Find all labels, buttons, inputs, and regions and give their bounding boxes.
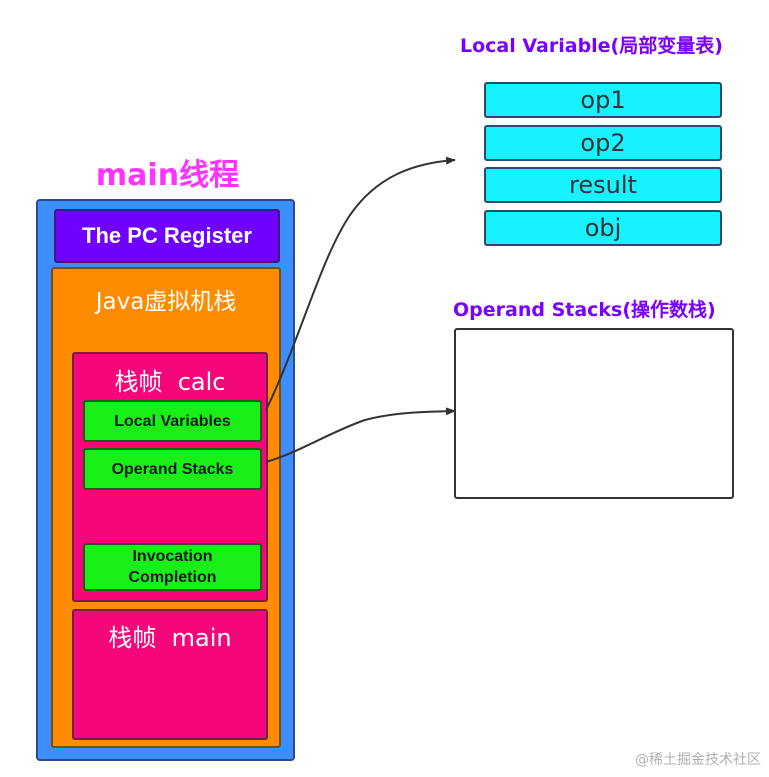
invocation-completion-item: Invocation Completion <box>83 543 262 591</box>
operand-stack-title: Operand Stacks(操作数栈) <box>453 299 716 321</box>
local-variable-slot: op1 <box>484 82 722 118</box>
local-variable-table-title: Local Variable(局部变量表) <box>460 35 723 57</box>
local-variables-item: Local Variables <box>83 400 262 442</box>
stack-frame-calc-title: 栈帧 calc <box>114 368 226 396</box>
watermark: @稀土掘金技术社区 <box>635 752 761 768</box>
operand-stacks-item: Operand Stacks <box>83 448 262 490</box>
local-variable-slot: obj <box>484 210 722 246</box>
invocation-label-line1: Invocation <box>132 548 213 565</box>
invocation-label-line2: Completion <box>128 569 217 586</box>
pc-register: The PC Register <box>54 209 280 263</box>
stack-frame-main <box>72 609 268 740</box>
arrow-operand-stacks-to-box <box>265 407 456 463</box>
local-variable-slot: op2 <box>484 125 722 161</box>
stack-frame-main-title: 栈帧 main <box>108 624 232 652</box>
arrow-local-variables-to-table <box>265 156 456 411</box>
local-variable-slot: result <box>484 167 722 203</box>
thread-title: main线程 <box>95 158 240 193</box>
jvm-stack-title: Java虚拟机栈 <box>95 289 237 315</box>
operand-stack-box <box>454 328 734 499</box>
